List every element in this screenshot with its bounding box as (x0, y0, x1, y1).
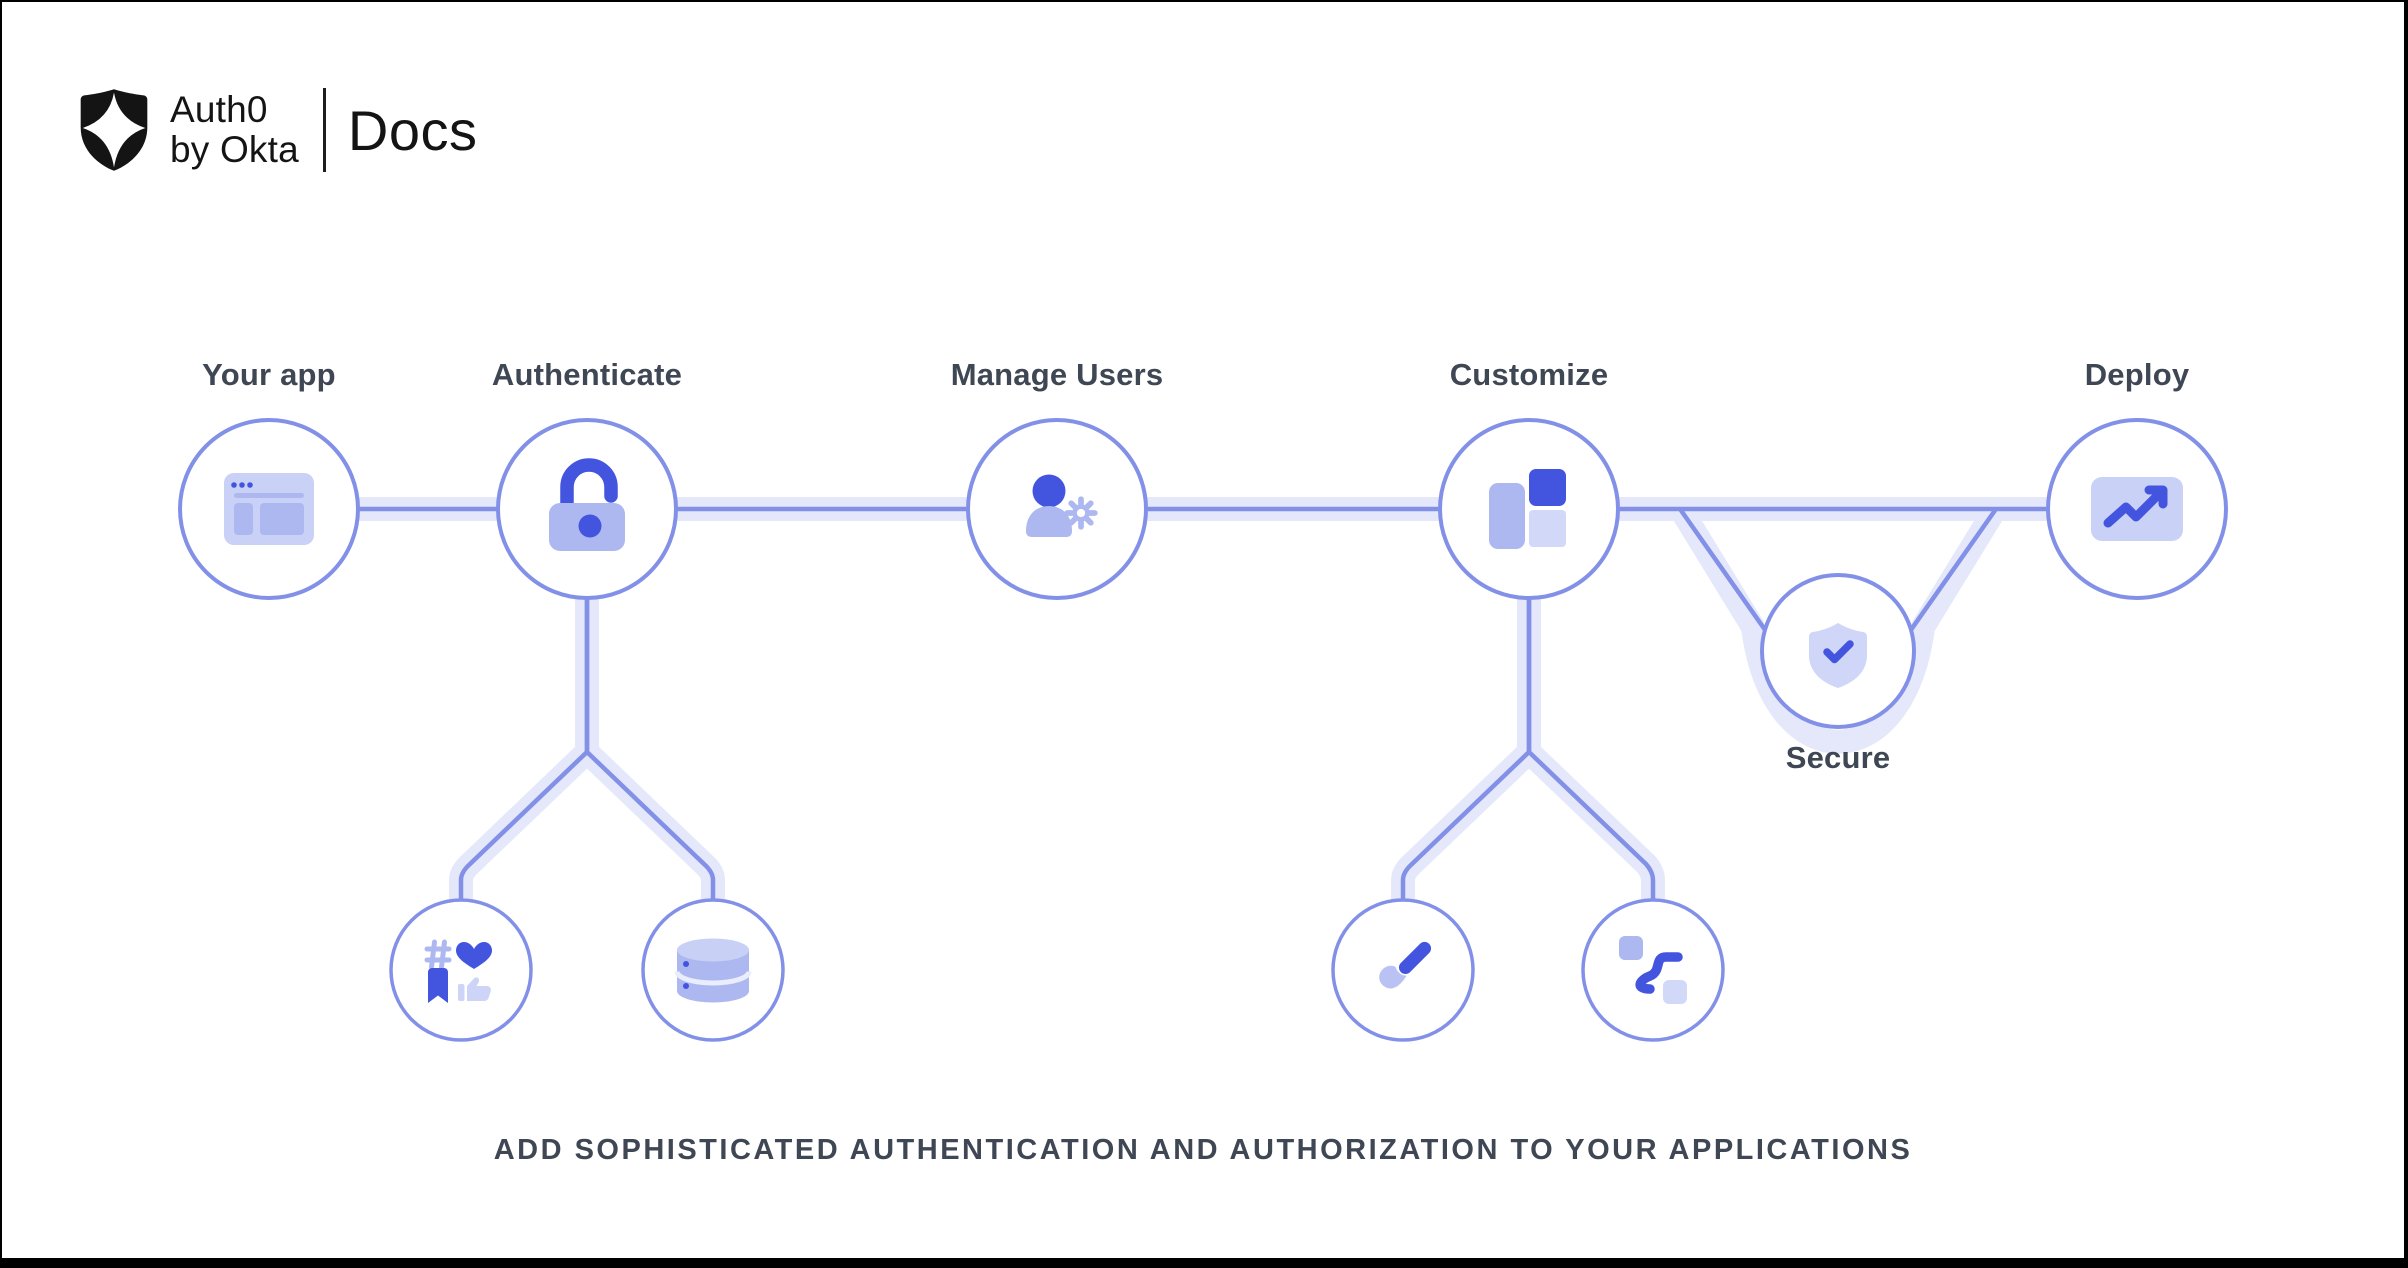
social-connections-icon (424, 939, 492, 1003)
database-icon (674, 938, 752, 1003)
workflow-icon (1619, 936, 1687, 1004)
node-label-your-app: Your app (202, 357, 336, 392)
auth0-docs-logo-link[interactable]: Auth0 by Okta Docs (80, 88, 478, 172)
browser-window-icon (224, 473, 314, 545)
node-label-deploy: Deploy (2084, 357, 2190, 392)
gear-icon (1064, 496, 1098, 530)
node-label-secure: Secure (1785, 740, 1891, 775)
hashtag-icon (424, 939, 452, 970)
node-label-authenticate: Authenticate (491, 357, 683, 392)
node-label-customize: Customize (1449, 357, 1609, 392)
brand-name: Auth0 by Okta (170, 89, 299, 170)
subnode-social-circle[interactable] (389, 898, 533, 1042)
auth0-shield-logo-icon (80, 88, 148, 172)
user-gear-icon (1026, 474, 1098, 537)
node-label-manage-users: Manage Users (950, 357, 1164, 392)
layout-blocks-icon (1489, 469, 1566, 549)
thumbs-up-icon (458, 977, 491, 1001)
brand-divider (322, 88, 326, 172)
hero-caption: ADD SOPHISTICATED AUTHENTICATION AND AUT… (493, 1134, 1913, 1166)
unlocked-padlock-icon (549, 458, 625, 551)
trend-up-chart-icon (2091, 477, 2183, 541)
paintbrush-icon (1379, 941, 1432, 989)
heart-icon (456, 942, 492, 969)
bookmark-icon (428, 968, 448, 1003)
brand-product-docs: Docs (347, 98, 478, 162)
node-customize-circle[interactable] (1438, 418, 1620, 600)
shield-check-icon (1809, 623, 1867, 688)
